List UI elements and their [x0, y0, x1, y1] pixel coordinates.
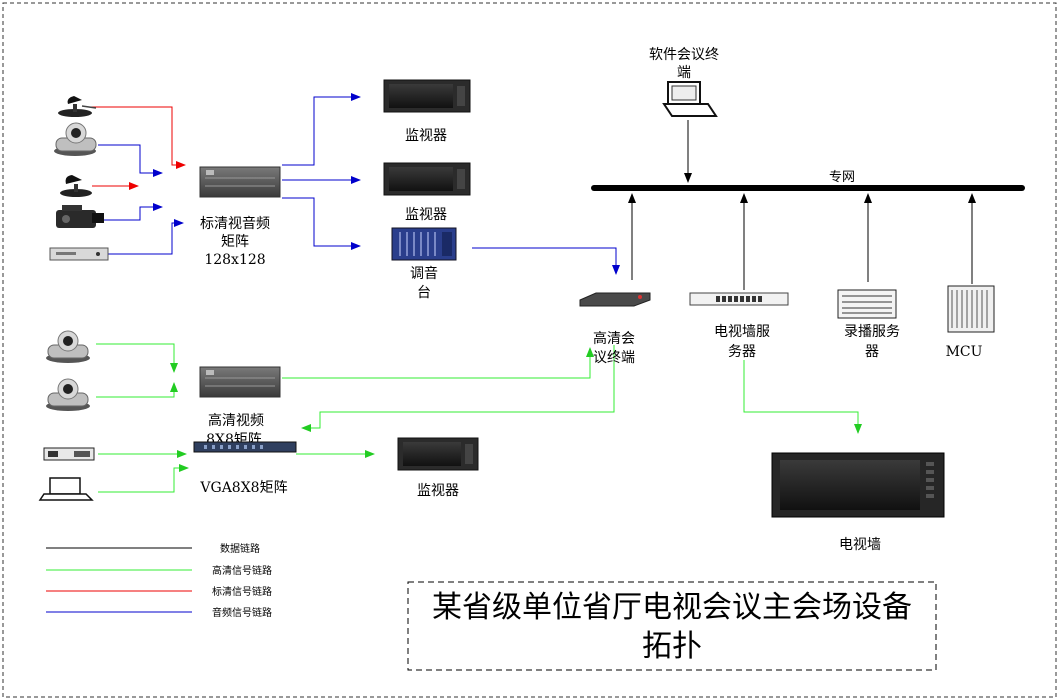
- laptop-icon: [38, 477, 94, 501]
- microphone-2-icon: [60, 175, 92, 197]
- mixer-label: 调音: [410, 265, 438, 282]
- recording-server-label-l2: 器: [865, 344, 879, 360]
- legend-label-audio: 音频信号链路: [212, 606, 272, 619]
- laptop-terminal-icon: [662, 81, 718, 117]
- sd-link-mic1: [90, 106, 186, 169]
- monitor-2-label: 监视器: [405, 207, 447, 223]
- hd-link-laptop: [98, 464, 189, 493]
- hd-terminal-label-l2: 议终端: [593, 350, 635, 366]
- media-player-icon: [49, 247, 109, 261]
- vga-matrix-label: VGA8X8矩阵: [199, 480, 287, 496]
- title-box: [407, 581, 937, 671]
- software-terminal-label: 软件会议终: [649, 47, 719, 63]
- link-camcorder: [102, 203, 163, 221]
- hd-camera-1-icon: [46, 330, 90, 363]
- recording-server-label: 录播服务: [844, 324, 900, 340]
- sd-matrix-icon: [199, 166, 281, 198]
- hd-link-to-tvwall: [743, 360, 862, 434]
- mixer-label-l2: 台: [417, 285, 431, 301]
- legend-label-data: 数据链路: [220, 542, 260, 555]
- tv-wall-server-label: 电视墙服: [714, 324, 770, 340]
- mcu-icon: [947, 285, 995, 333]
- legend: 数据链路 高清信号链路 标清信号链路 音频信号链路: [46, 542, 272, 619]
- tv-wall-server-label-l2: 务器: [728, 344, 756, 360]
- hd-link-terminal-to-matrix: [301, 345, 615, 432]
- mcu-label: MCU: [946, 344, 983, 360]
- sd-matrix-label: 标清视音频: [200, 215, 270, 232]
- links: [90, 93, 976, 493]
- diagram-title-line1: 某省级单位省厅电视会议主会场设备: [432, 590, 912, 625]
- sd-matrix-label-l3: 128x128: [204, 252, 265, 268]
- monitor-1-label: 监视器: [405, 128, 447, 144]
- hd-link-matrix-to-terminal: [282, 347, 594, 379]
- hd-video-matrix-label: 高清视频: [208, 412, 264, 429]
- mixer-icon: [391, 227, 457, 261]
- legend-label-sd: 标清信号链路: [212, 585, 272, 598]
- recording-server-icon: [837, 289, 897, 319]
- camera-1-icon: [54, 122, 97, 156]
- private-network-label: 专网: [829, 170, 855, 185]
- hd-video-matrix-icon: [199, 366, 281, 398]
- hd-terminal-label: 高清会: [593, 330, 635, 347]
- sd-matrix-label-l2: 矩阵: [221, 234, 249, 250]
- tv-wall-label: 电视墙: [839, 537, 881, 553]
- link-mixer-to-terminal: [472, 247, 620, 275]
- legend-label-hd: 高清信号链路: [212, 564, 272, 577]
- link-player: [108, 219, 184, 255]
- monitor-3-label: 监视器: [417, 483, 459, 499]
- microphone-1-icon: [58, 96, 97, 117]
- software-terminal-label-l2: 端: [677, 65, 691, 81]
- link-camera1: [98, 144, 163, 177]
- monitor-2-icon: [383, 162, 471, 196]
- hd-terminal-icon: [579, 292, 651, 307]
- diagram-title-line2: 拓扑: [642, 629, 702, 664]
- link-to-monitor1: [282, 93, 361, 166]
- tv-wall-server-icon: [689, 292, 789, 306]
- monitor-1-icon: [383, 79, 471, 113]
- hd-camera-2-icon: [46, 378, 90, 411]
- tv-wall-icon: [771, 452, 945, 518]
- hd-link-cam1: [96, 343, 178, 373]
- link-to-mixer: [282, 197, 361, 250]
- monitor-3-icon: [397, 437, 479, 471]
- pc-icon: [43, 447, 95, 461]
- camcorder-icon: [56, 205, 104, 228]
- vga-matrix-icon: [193, 441, 297, 453]
- hd-link-cam2: [96, 382, 178, 398]
